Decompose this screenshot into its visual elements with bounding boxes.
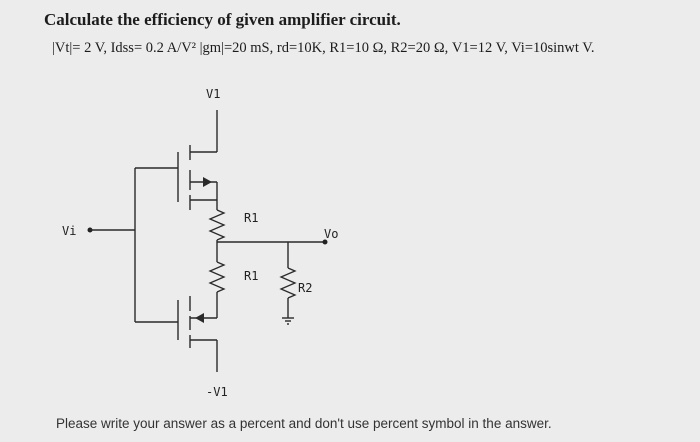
label-vi: Vi — [62, 224, 76, 238]
answer-instructions: Please write your answer as a percent an… — [56, 416, 552, 431]
upper-mosfet — [177, 145, 217, 210]
resistor-r2 — [279, 267, 297, 299]
label-r2: R2 — [298, 281, 312, 295]
label-neg-v1: -V1 — [206, 385, 228, 399]
label-vo: Vo — [324, 227, 338, 241]
label-r1-upper: R1 — [244, 211, 258, 225]
label-v1: V1 — [206, 87, 220, 101]
lower-mosfet — [177, 296, 217, 348]
resistor-r1-upper — [208, 209, 226, 241]
resistor-r1-lower — [208, 261, 226, 293]
ground-icon — [282, 317, 294, 325]
output-node — [322, 239, 328, 245]
label-r1-lower: R1 — [244, 269, 258, 283]
circuit-parameters: |Vt|= 2 V, Idss= 0.2 A/V² |gm|=20 mS, rd… — [52, 40, 595, 56]
question-title: Calculate the efficiency of given amplif… — [44, 10, 401, 29]
